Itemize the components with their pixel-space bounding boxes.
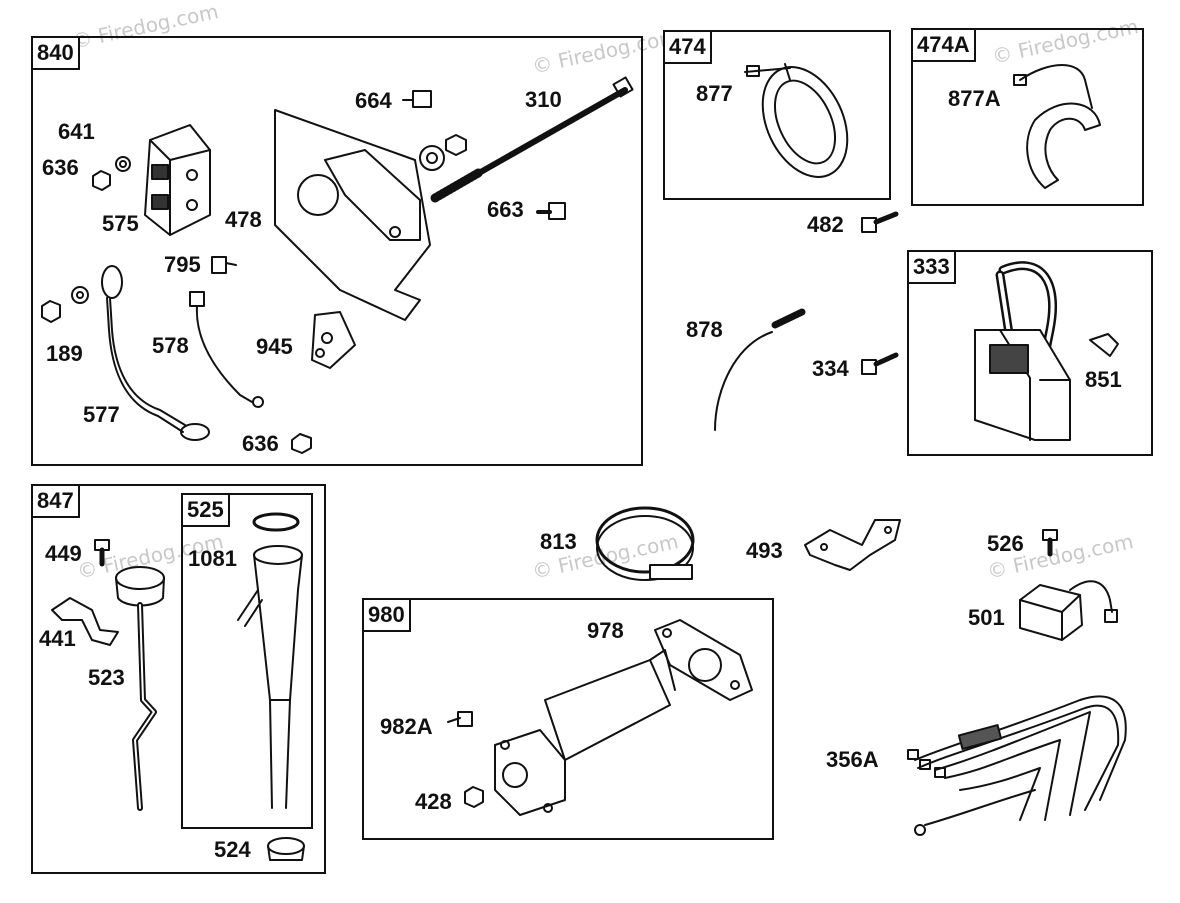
group-tag: 333	[907, 250, 956, 284]
dipstick-drawing	[115, 566, 165, 811]
part-number-label: 310	[525, 87, 562, 112]
part-number-label: 636	[42, 155, 79, 180]
part-number-label: 877A	[948, 86, 1001, 111]
part-number-label: 478	[225, 207, 262, 232]
part-number-label: 945	[256, 334, 293, 359]
o-ring-drawing	[252, 512, 300, 532]
sensor-wire-drawing	[714, 308, 806, 431]
part-number-label: 501	[968, 605, 1005, 630]
armature-drawing	[974, 261, 1119, 441]
screw-drawing	[94, 539, 110, 567]
part-number-label: 641	[58, 119, 95, 144]
plate-drawing	[311, 311, 356, 369]
nut-drawing	[291, 433, 312, 454]
group-474-frame	[663, 30, 891, 200]
bolt-drawing	[536, 202, 566, 220]
nut-drawing	[41, 300, 61, 323]
dipstick-tube-drawing	[237, 545, 303, 809]
wiring-harness-drawing	[907, 695, 1127, 836]
part-number-label: 334	[812, 356, 849, 381]
group-333-frame	[907, 250, 1153, 456]
bracket-plate-drawing	[274, 109, 431, 321]
rectifier-drawing	[1019, 580, 1118, 641]
part-number-label: 523	[88, 665, 125, 690]
group-tag: 474	[663, 30, 712, 64]
clamp-drawing	[51, 597, 119, 646]
part-number-label: 441	[39, 626, 76, 651]
wire-drawing	[189, 291, 264, 408]
clip-drawing	[211, 256, 237, 274]
nut-drawing	[464, 786, 484, 808]
screw-drawing	[861, 352, 899, 375]
part-number-label: 493	[746, 538, 783, 563]
part-number-label: 663	[487, 197, 524, 222]
group-tag: 474A	[911, 28, 976, 62]
stud-drawing	[430, 76, 634, 203]
nut-drawing	[92, 170, 111, 191]
part-number-label: 189	[46, 341, 83, 366]
gasket-drawing	[654, 619, 753, 701]
screw-drawing	[1042, 529, 1058, 557]
group-525-frame	[181, 493, 313, 829]
part-number-label: 1081	[188, 546, 237, 571]
hose-clamp-drawing	[595, 506, 695, 581]
part-number-label: 795	[164, 252, 201, 277]
part-number-label: 575	[102, 211, 139, 236]
part-number-label: 482	[807, 212, 844, 237]
group-474a-frame	[911, 28, 1144, 206]
bolt-drawing	[402, 90, 432, 108]
part-number-label: 813	[540, 529, 577, 554]
group-847-frame	[31, 484, 326, 874]
group-tag: 847	[31, 484, 80, 518]
washer-drawing	[71, 286, 89, 304]
grommet-drawing	[267, 837, 305, 861]
bolt-drawing	[447, 711, 473, 727]
part-number-label: 526	[987, 531, 1024, 556]
starter-motor-drawing	[494, 649, 676, 816]
part-number-label: 577	[83, 402, 120, 427]
part-number-label: 578	[152, 333, 189, 358]
part-number-label: 428	[415, 789, 452, 814]
washer-drawing	[115, 156, 131, 172]
part-number-label: 982A	[380, 714, 433, 739]
part-number-label: 877	[696, 81, 733, 106]
part-number-label: 664	[355, 88, 392, 113]
group-840-frame	[31, 36, 643, 466]
part-number-label: 524	[214, 837, 251, 862]
group-tag: 525	[181, 493, 230, 527]
part-number-label: 449	[45, 541, 82, 566]
nut-drawing	[445, 134, 467, 156]
stator-drawing	[1013, 64, 1101, 189]
part-number-label: 878	[686, 317, 723, 342]
ground-cable-drawing	[101, 265, 210, 441]
group-980-frame	[362, 598, 774, 840]
stator-drawing	[744, 63, 849, 178]
group-tag: 840	[31, 36, 80, 70]
part-number-label: 356A	[826, 747, 879, 772]
group-tag: 980	[362, 598, 411, 632]
bracket-drawing	[804, 519, 901, 571]
part-number-label: 978	[587, 618, 624, 643]
solenoid-drawing	[144, 124, 211, 236]
bolt-drawing	[861, 211, 899, 233]
part-number-label: 636	[242, 431, 279, 456]
part-number-label: 851	[1085, 367, 1122, 392]
lock-washer-drawing	[419, 145, 445, 171]
